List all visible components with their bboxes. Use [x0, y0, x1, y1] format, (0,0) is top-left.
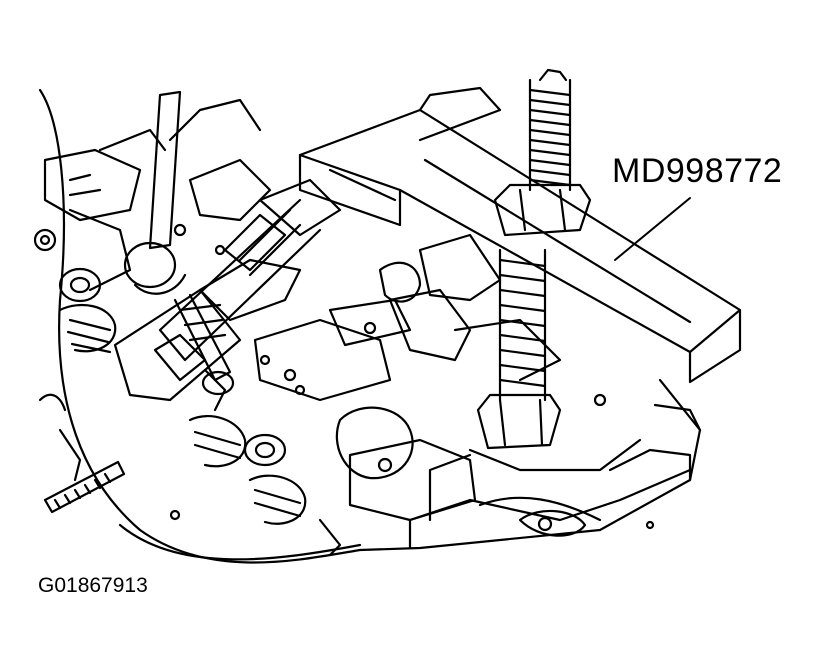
compressor-beam: [298, 86, 742, 384]
tool-callout-label: MD998772: [612, 152, 783, 190]
rocker-area: [33, 98, 272, 482]
compressor-screw: [476, 68, 592, 450]
compressor-arm: [113, 90, 322, 412]
stud-bolt: [43, 460, 126, 514]
camshaft-assembly: [198, 178, 562, 522]
callout-leader-line: [614, 197, 691, 261]
figure-id: G01867913: [38, 574, 148, 597]
cylinder-head: [38, 88, 702, 564]
valve-springs: [58, 267, 342, 557]
